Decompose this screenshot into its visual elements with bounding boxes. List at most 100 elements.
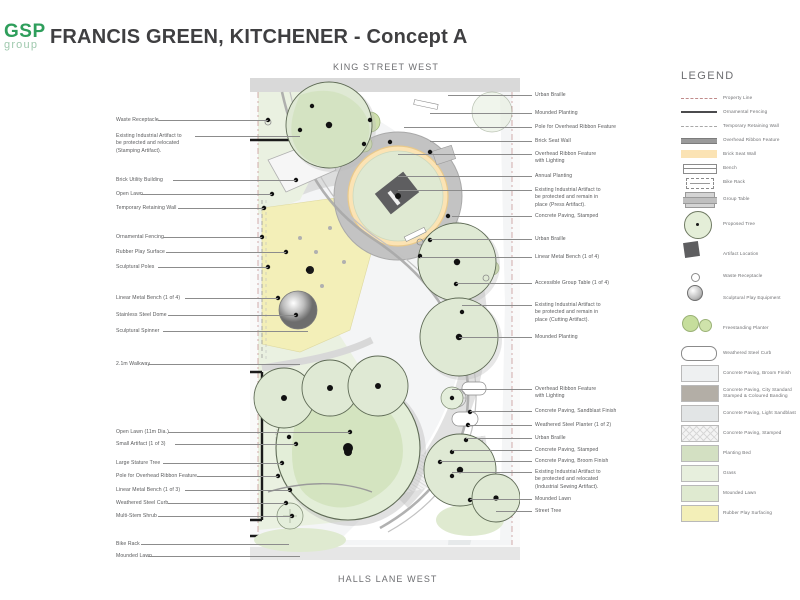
annotation-mounded-lawn: Mounded Lawn <box>116 553 153 559</box>
legend-item-label: Overhead Ribbon Feature <box>723 137 780 142</box>
legend-item-proposed-tree: Proposed Tree <box>681 211 799 239</box>
artifact-location-icon <box>681 241 717 267</box>
temporary-retaining-wall-icon <box>681 121 717 131</box>
weathered-steel-planter-2 <box>461 381 487 396</box>
legend-item-label: Concrete Paving, Broom Finish <box>723 370 791 375</box>
annotation-existing-industrial-artifact-to: Existing Industrial Artifact to be prote… <box>116 133 182 154</box>
legend-item-label: Property Line <box>723 95 753 100</box>
king-street-band <box>250 78 520 92</box>
sculptural-poles <box>298 226 346 288</box>
annotation-urban-braille: Urban Braille <box>535 236 566 242</box>
paving-broom-icon <box>681 365 719 382</box>
legend-item-paving-stamped: Concrete Paving, Stamped <box>681 425 799 442</box>
annotation-mounded-planting: Mounded Planting <box>535 334 578 340</box>
freestanding-planter-icon <box>681 315 717 341</box>
rubber-play-surfacing-icon <box>681 505 719 522</box>
annotation-overhead-ribbon-feature: Overhead Ribbon Feature with Lighting <box>535 151 597 165</box>
annotation-annual-planting: Annual Planting <box>535 173 573 179</box>
leader-line <box>165 252 286 253</box>
weathered-steel-planter-1 <box>451 411 479 427</box>
leader-line <box>470 411 532 412</box>
paving-city-standard-icon <box>681 385 719 402</box>
leader-line <box>452 472 532 473</box>
legend-item-brick-seat-wall: Brick Seat Wall <box>681 149 799 159</box>
leader-line <box>163 237 262 238</box>
annotation-large-stature-tree: Large Stature Tree <box>116 460 161 466</box>
legend-item-label: Ornamental Fencing <box>723 109 768 114</box>
annotation-stainless-steel-dome: Stainless Steel Dome <box>116 312 167 318</box>
leader-line <box>168 432 350 433</box>
legend-item-grass: Grass <box>681 465 799 482</box>
annotation-open-lawn-11m-dia: Open Lawn (11m Dia.) <box>116 429 169 435</box>
annotation-urban-braille: Urban Braille <box>535 92 566 98</box>
annotation-brick-utility-building: Brick Utility Building <box>116 177 163 183</box>
leader-line <box>496 511 532 512</box>
leader-line <box>448 95 532 96</box>
leader-line <box>398 190 532 191</box>
leader-line <box>168 503 286 504</box>
leader-line <box>163 331 308 332</box>
annotation-concrete-paving-stamped: Concrete Paving, Stamped <box>535 213 599 219</box>
legend-item-paving-sandblast: Concrete Paving, Light Sandblast <box>681 405 799 422</box>
leader-line <box>404 127 532 128</box>
annotation-linear-metal-bench-1-of-4: Linear Metal Bench (1 of 4) <box>116 295 181 301</box>
legend-item-rubber-play-surfacing: Rubber Play Surfacing <box>681 505 799 522</box>
paving-stamped-icon <box>681 425 719 442</box>
sculptural-play-equipment-icon <box>681 285 717 311</box>
legend-title: LEGEND <box>681 70 735 82</box>
mounded-lawn-icon <box>681 485 719 502</box>
annotation-existing-industrial-artifact-to: Existing Industrial Artifact to be prote… <box>535 469 601 490</box>
legend-item-label: Waste Receptacle <box>723 273 763 278</box>
gsp-logo: GSP group <box>4 22 48 56</box>
proposed-tree-n1 <box>285 81 376 172</box>
street-label-king-street-west: KING STREET WEST <box>333 62 439 72</box>
tree-group <box>253 81 520 530</box>
legend-item-label: Concrete Paving, Light Sandblast <box>723 410 796 415</box>
legend-item-label: Freestanding Planter <box>723 325 769 330</box>
press-artifact-detail <box>387 190 401 206</box>
annotation-mounded-planting: Mounded Planting <box>535 110 578 116</box>
proposed-tree-w3 <box>347 355 409 417</box>
legend-item-bike-rack: Bike Rack <box>681 177 799 189</box>
proposed-tree-ne <box>471 91 513 133</box>
weathered-steel-curb <box>267 483 373 493</box>
weathered-steel-curb-icon <box>681 345 717 361</box>
leader-line <box>141 194 272 195</box>
brick-seat-wall-icon <box>681 149 717 159</box>
leader-line <box>163 463 282 464</box>
annotation-2-1m-walkway: 2.1m Walkway <box>116 361 151 367</box>
legend-item-ornamental-fencing: Ornamental Fencing <box>681 107 799 117</box>
legend-item-label: Planting Bed <box>723 450 751 455</box>
annotation-multi-stem-shrub: Multi-Stem Shrub <box>116 513 157 519</box>
legend-item-label: Grass <box>723 470 737 475</box>
annotation-weathered-steel-curb: Weathered Steel Curb <box>116 500 169 506</box>
leader-line <box>398 176 532 177</box>
logo-sub-text: group <box>4 39 39 51</box>
annotation-ornamental-fencing: Ornamental Fencing <box>116 234 164 240</box>
leader-line <box>430 141 532 142</box>
stainless-steel-dome <box>278 290 318 330</box>
annotation-bike-rack: Bike Rack <box>116 541 140 547</box>
property-line-icon <box>681 93 717 103</box>
legend-item-mounded-lawn: Mounded Lawn <box>681 485 799 502</box>
annotation-concrete-paving-stamped: Concrete Paving, Stamped <box>535 447 599 453</box>
leader-line <box>470 499 532 500</box>
legend-item-overhead-ribbon-feature: Overhead Ribbon Feature <box>681 135 799 145</box>
legend-item-planting-bed: Planting Bed <box>681 445 799 462</box>
legend-item-freestanding-planter: Freestanding Planter <box>681 315 799 341</box>
legend-item-label: Proposed Tree <box>723 221 756 226</box>
annotation-concrete-paving-sandblast-finish: Concrete Paving, Sandblast Finish <box>535 408 617 414</box>
leader-line <box>440 461 532 462</box>
bike-rack-icon <box>681 177 717 189</box>
leader-line <box>177 208 264 209</box>
annotation-accessible-group-table-1-of-4: Accessible Group Table (1 of 4) <box>535 280 610 286</box>
legend-item-label: Temporary Retaining Wall <box>723 123 780 128</box>
leader-line <box>158 516 292 517</box>
leader-line <box>148 556 300 557</box>
annotation-weathered-steel-planter-1-of-2: Weathered Steel Planter (1 of 2) <box>535 422 612 428</box>
annotation-concrete-paving-broom-finish: Concrete Paving, Broom Finish <box>535 458 609 464</box>
annotation-temporary-retaining-wall: Temporary Retaining Wall <box>116 205 177 211</box>
leader-line <box>452 450 532 451</box>
